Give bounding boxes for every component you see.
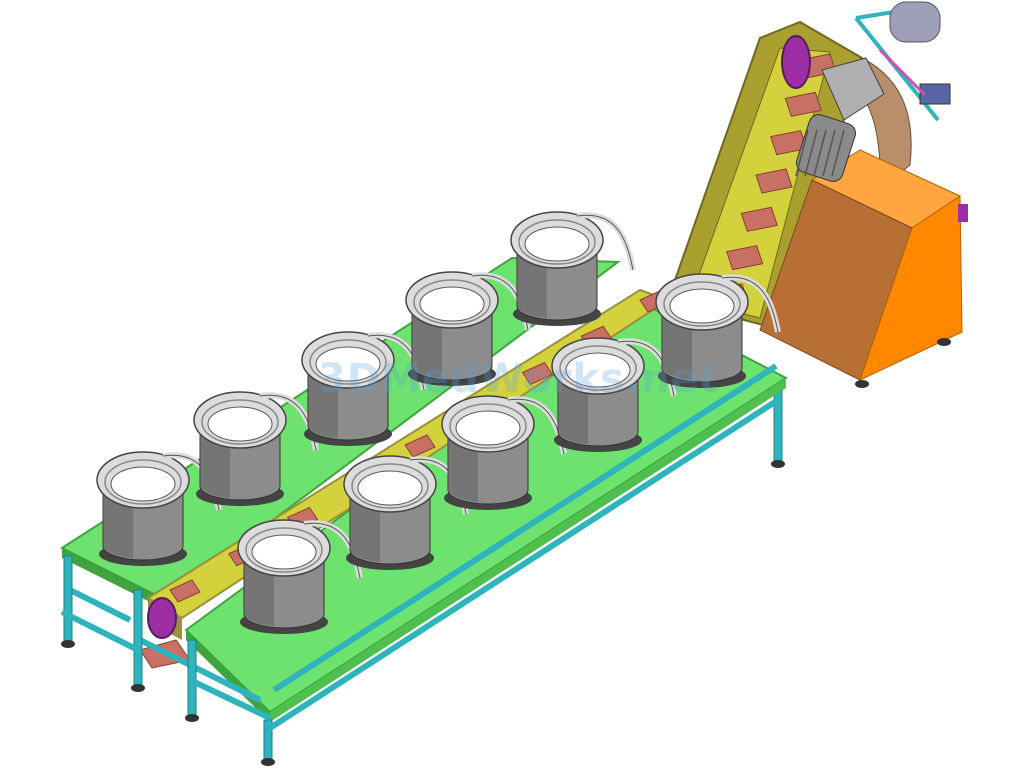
cylinder-actuator — [919, 83, 951, 105]
rail-front-low — [138, 637, 262, 703]
cabinet-switch — [958, 204, 968, 222]
right-tabletop-edge-front — [186, 630, 270, 722]
bowl-inner — [251, 534, 317, 570]
bowl-shade — [103, 490, 133, 558]
bowl-rim-ring — [663, 281, 741, 327]
bowl-inner — [455, 410, 521, 446]
bowl-rim-ring — [309, 339, 387, 385]
bowl-rim-ring — [518, 219, 596, 265]
leg-front-right-foot — [261, 758, 275, 766]
motor-body — [796, 114, 856, 182]
leg-mid-right — [773, 383, 783, 463]
right-tabletop-edge-side — [270, 378, 786, 722]
bowl-inner — [524, 226, 590, 262]
film-roller — [889, 1, 941, 43]
bowl-rim-ring — [449, 403, 527, 449]
motor-fin — [795, 129, 809, 177]
leg-front-mid-foot — [185, 714, 199, 722]
rail-front-top — [272, 363, 778, 693]
elevator-cleat — [755, 168, 793, 194]
motor-fin — [822, 129, 836, 177]
vibratory-bowl — [551, 337, 677, 452]
vibratory-bowl — [441, 395, 567, 510]
bowl-track-edge — [617, 340, 675, 397]
bowl-shade — [200, 430, 230, 498]
motor-fin — [813, 129, 827, 177]
rail-front-cross — [188, 677, 272, 721]
gearbox — [821, 57, 885, 121]
hopper-cabinet — [759, 149, 968, 388]
bowl-track-edge — [721, 276, 779, 333]
conveyor-pulley — [147, 597, 177, 639]
elevator-cleat — [740, 206, 778, 232]
bowl-inner — [110, 466, 176, 502]
conveyor-cleat — [169, 579, 201, 603]
rail-left-end — [68, 587, 132, 623]
bowl-rim-ring — [413, 279, 491, 325]
bowl-inner — [357, 470, 423, 506]
vibratory-bowl — [301, 331, 427, 446]
motor-fin — [804, 129, 818, 177]
leg-front-left-2 — [133, 589, 143, 687]
motor-fin — [831, 129, 845, 177]
cabinet-side — [859, 195, 963, 381]
bowl-shade — [662, 312, 692, 380]
bowl-shade — [244, 558, 274, 626]
bowl-shade — [517, 250, 547, 318]
bowl-shade — [558, 376, 588, 444]
bowl-inner — [315, 346, 381, 382]
vibratory-bowl — [96, 451, 222, 566]
elevator-cleat — [784, 91, 822, 117]
bowl-rim-ring — [104, 459, 182, 505]
bowl-inner — [207, 406, 273, 442]
rail-left-cross — [60, 609, 140, 653]
cabinet-foot — [855, 380, 869, 388]
bowl-rim-ring — [559, 345, 637, 391]
conveyor-cleat — [521, 361, 554, 386]
vibratory-bowl — [237, 519, 363, 634]
vibratory-bowl — [510, 211, 636, 326]
elevator-cleat — [726, 245, 764, 271]
bowl-rim-ring — [351, 463, 429, 509]
bowl-inner — [669, 288, 735, 324]
vibratory-bowls — [96, 211, 781, 634]
bowl-shade — [448, 434, 478, 502]
bowl-shade — [308, 370, 338, 438]
vibratory-bowl — [193, 391, 319, 506]
bowl-inner — [565, 352, 631, 388]
elevator-head-pulley — [781, 35, 811, 89]
vibratory-bowl — [655, 273, 781, 388]
bowl-track-edge — [303, 522, 361, 579]
bowl-shade — [412, 310, 442, 378]
leg-front-left — [63, 555, 73, 643]
bowl-track-edge — [576, 214, 634, 271]
vibratory-bowl — [405, 271, 531, 386]
leg-front-left-2-foot — [131, 684, 145, 692]
cabinet-foot — [937, 338, 951, 346]
table-frame-front — [60, 363, 780, 766]
tension-rod — [878, 48, 927, 97]
bracket-top — [855, 10, 895, 20]
bowl-shade — [350, 494, 380, 562]
rail-front-long — [268, 397, 780, 731]
bowl-rim-ring — [245, 527, 323, 573]
conveyor-cleat — [404, 434, 436, 458]
leg-mid-right-foot — [771, 460, 785, 468]
leg-front-left-foot — [61, 640, 75, 648]
bowl-inner — [419, 286, 485, 322]
bowl-rim-ring — [201, 399, 279, 445]
drive-motor — [795, 57, 885, 182]
